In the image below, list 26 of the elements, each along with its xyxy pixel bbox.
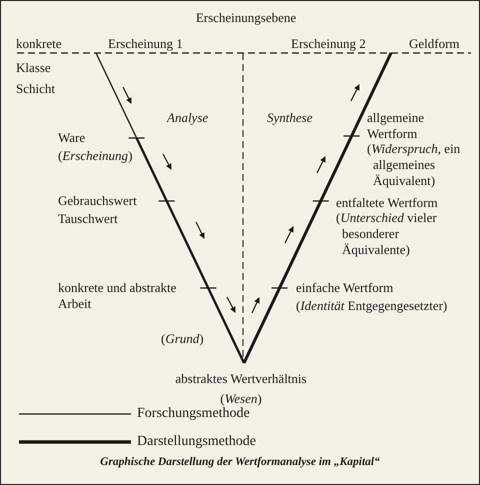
label-text: Klasse bbox=[16, 60, 51, 76]
label-text: einfache Wertform bbox=[296, 280, 394, 296]
label-text: allgemeine Wertform bbox=[367, 110, 426, 142]
label-text: entfaltete Wertform bbox=[336, 195, 439, 211]
label-text: (Identität Entgegengesetzter) bbox=[296, 298, 448, 314]
label-text: Schicht bbox=[16, 81, 55, 97]
label-text: konkrete bbox=[16, 36, 62, 52]
label-text: (Erscheinung) bbox=[58, 148, 132, 164]
label-text: Erscheinungsebene bbox=[194, 10, 298, 26]
label-text: abstraktes Wertverhältnis bbox=[174, 371, 308, 387]
caption-text: Graphische Darstellung der Wertformanalyse im „Kapital“ bbox=[99, 456, 381, 468]
label-text: Erscheinung 1 bbox=[108, 36, 183, 52]
legend-text: Forschungsmethode bbox=[137, 406, 250, 422]
label-text: (Unterschied vieler besonderer Äquivalente) bbox=[336, 210, 438, 258]
label-text: Erscheinung 2 bbox=[291, 36, 366, 52]
label-text: (Widerspruch, ein allgemeines Äquivalent) bbox=[367, 141, 462, 189]
label-text: Analyse bbox=[167, 110, 208, 126]
label-text: Synthese bbox=[267, 110, 312, 126]
label-text: Geldform bbox=[409, 36, 460, 52]
label-text: Gebrauchswert bbox=[58, 193, 137, 209]
label-text: (Wesen) bbox=[219, 391, 263, 407]
label-text: (Grund) bbox=[161, 331, 204, 347]
label-text: Tauschwert bbox=[58, 211, 118, 227]
label-text: Ware bbox=[58, 130, 86, 146]
label-text: konkrete und abstrakte Arbeit bbox=[58, 280, 178, 312]
legend-text: Darstellungsmethode bbox=[137, 434, 256, 450]
